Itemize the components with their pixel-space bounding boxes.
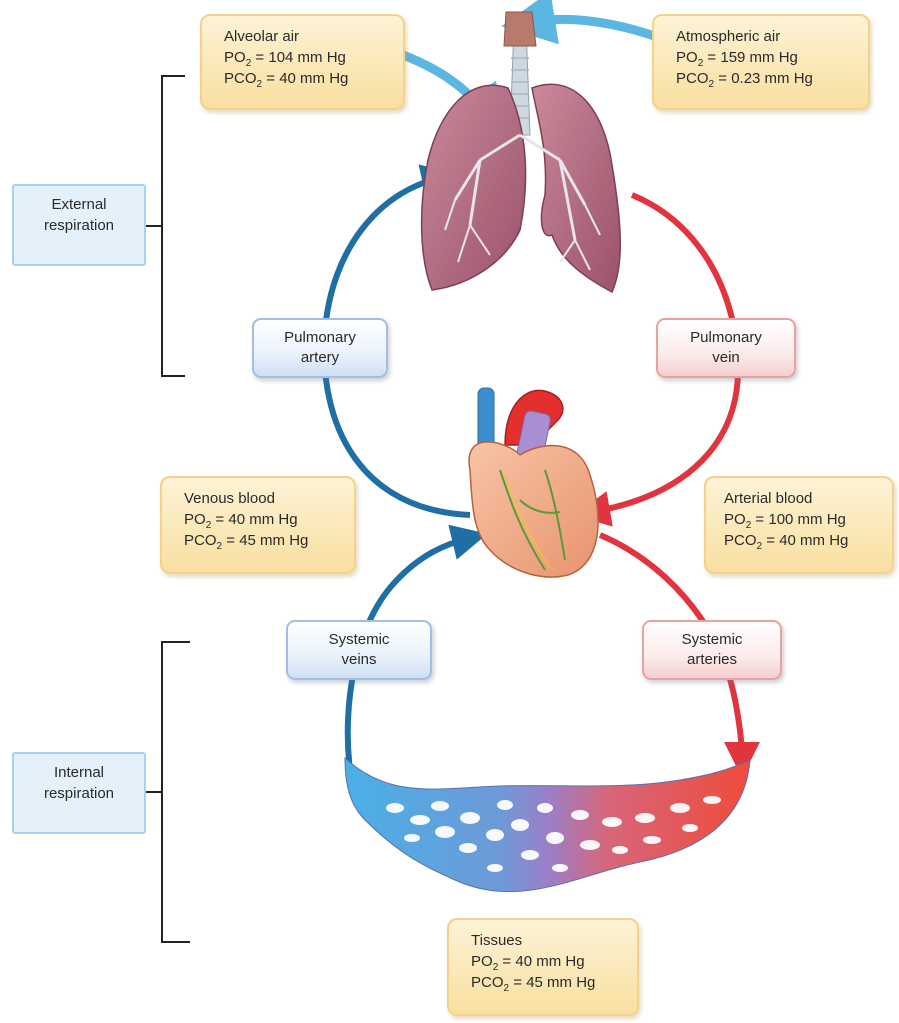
venous-blood-box: Venous blood PO2 = 40 mm Hg PCO2 = 45 mm… (160, 476, 356, 574)
tissues-title: Tissues (471, 930, 625, 951)
atmospheric-air-arrow (528, 19, 660, 38)
tissues-box: Tissues PO2 = 40 mm Hg PCO2 = 45 mm Hg (447, 918, 639, 1016)
pulmonary-artery-line1: Pulmonary (260, 328, 380, 348)
external-respiration-label: External respiration (12, 184, 146, 266)
systemic-arteries-label: Systemic arteries (642, 620, 782, 680)
alveolar-air-title: Alveolar air (224, 26, 391, 47)
internal-respiration-line1: Internal (18, 762, 140, 783)
external-respiration-line2: respiration (18, 215, 140, 236)
atmospheric-po2: PO2 = 159 mm Hg (676, 47, 856, 68)
left-lung (422, 85, 526, 290)
systemic-veins-line1: Systemic (294, 630, 424, 650)
pulmonary-vein-line1: Pulmonary (664, 328, 788, 348)
systemic-arteries-line2: arteries (650, 650, 774, 670)
external-bracket (162, 76, 185, 376)
heart-illustration (469, 388, 598, 577)
venous-po2: PO2 = 40 mm Hg (184, 509, 342, 530)
external-respiration-line1: External (18, 194, 140, 215)
internal-respiration-line2: respiration (18, 783, 140, 804)
atmospheric-air-title: Atmospheric air (676, 26, 856, 47)
alveolar-po2: PO2 = 104 mm Hg (224, 47, 391, 68)
arterial-po2: PO2 = 100 mm Hg (724, 509, 880, 530)
alveolar-air-box: Alveolar air PO2 = 104 mm Hg PCO2 = 40 m… (200, 14, 405, 110)
lungs-illustration (422, 12, 621, 292)
venous-blood-title: Venous blood (184, 488, 342, 509)
pulmonary-vein-line2: vein (664, 348, 788, 368)
pulmonary-artery-label: Pulmonary artery (252, 318, 388, 378)
tissues-po2: PO2 = 40 mm Hg (471, 951, 625, 972)
systemic-veins-label: Systemic veins (286, 620, 432, 680)
pulmonary-vein-label: Pulmonary vein (656, 318, 796, 378)
arterial-pco2: PCO2 = 40 mm Hg (724, 530, 880, 551)
systemic-arteries-line1: Systemic (650, 630, 774, 650)
venous-pco2: PCO2 = 45 mm Hg (184, 530, 342, 551)
systemic-veins-line2: veins (294, 650, 424, 670)
atmospheric-pco2: PCO2 = 0.23 mm Hg (676, 68, 856, 89)
alveolar-pco2: PCO2 = 40 mm Hg (224, 68, 391, 89)
capillary-bed-illustration (345, 758, 750, 892)
atmospheric-air-box: Atmospheric air PO2 = 159 mm Hg PCO2 = 0… (652, 14, 870, 110)
arterial-blood-box: Arterial blood PO2 = 100 mm Hg PCO2 = 40… (704, 476, 894, 574)
arterial-blood-title: Arterial blood (724, 488, 880, 509)
larynx (504, 12, 536, 46)
pulmonary-artery-line2: artery (260, 348, 380, 368)
internal-respiration-label: Internal respiration (12, 752, 146, 834)
internal-bracket (162, 642, 190, 942)
tissues-pco2: PCO2 = 45 mm Hg (471, 972, 625, 993)
